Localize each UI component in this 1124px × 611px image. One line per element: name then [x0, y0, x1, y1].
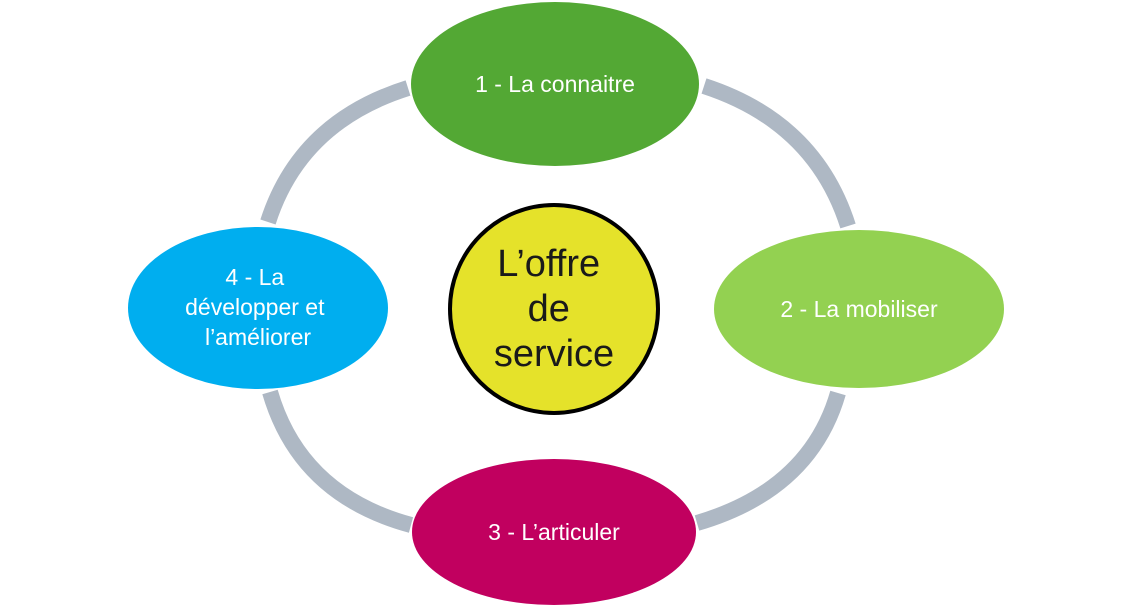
stage-node-1-label: 1 - La connaitre — [475, 71, 635, 97]
arc-connector-3-4 — [262, 389, 414, 533]
stage-node-3-shape — [412, 459, 696, 605]
svg-text:4 - La développer et: 4 - La développer et l’améliorer — [185, 264, 331, 350]
svg-text:3 - L’articuler: 3 - L’articuler — [488, 519, 620, 545]
arc-connector-4-1 — [260, 80, 411, 225]
stage-node-1: 1 - La connaitre — [411, 2, 699, 166]
svg-text:L’offre de service: L’offre de service — [494, 243, 614, 375]
arc-connector-1-2 — [701, 78, 856, 229]
stage-node-4-shape — [128, 227, 388, 389]
cycle-ring — [260, 78, 856, 533]
center-label-line-2: de — [528, 288, 570, 330]
svg-text:1 - La connaitre: 1 - La connaitre — [475, 71, 635, 97]
arc-connector-2-3 — [694, 390, 846, 531]
center-node-shape — [448, 203, 660, 415]
stage-node-2: 2 - La mobiliser — [714, 230, 1004, 388]
stage-node-3-label: 3 - L’articuler — [488, 519, 620, 545]
stage-node-4-label-line-3: l’améliorer — [205, 324, 311, 350]
stage-node-4-label-line-1: 4 - La — [225, 264, 284, 290]
stage-node-2-label: 2 - La mobiliser — [780, 296, 938, 322]
stage-node-1-shape — [411, 2, 699, 166]
center-label-line-3: service — [494, 333, 614, 375]
stage-node-4-label-line-2: développer et — [185, 294, 325, 320]
svg-text:2 - La mobiliser: 2 - La mobiliser — [780, 296, 938, 322]
center-node: L’offre de service — [448, 203, 660, 415]
stage-node-2-shape — [714, 230, 1004, 388]
stage-node-4: 4 - La développer et l’améliorer — [128, 227, 388, 389]
stage-node-3: 3 - L’articuler — [412, 459, 696, 605]
center-label-line-1: L’offre — [497, 243, 600, 285]
